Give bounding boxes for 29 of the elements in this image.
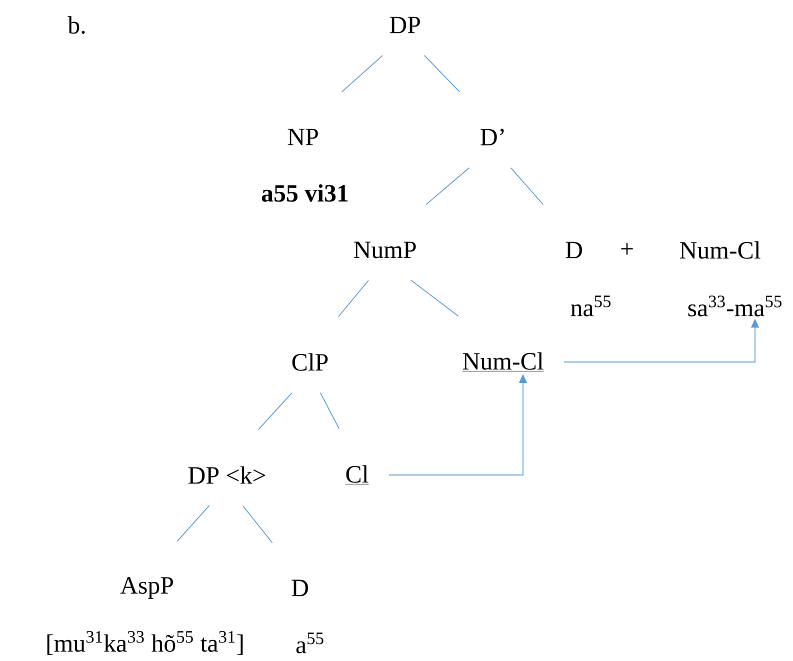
example-label: b.: [68, 16, 85, 34]
tree-node-label: Cl: [345, 465, 369, 484]
tree-node-label: D’: [480, 128, 504, 146]
tree-branch: [258, 392, 292, 430]
tree-branch: [424, 54, 460, 92]
tree-branch: [242, 506, 273, 544]
gloss-text: [mu$^{31}$ka$^{33}$ hõ$^{55}$ ta$^{31}$]: [47, 631, 243, 655]
tree-branch: [341, 55, 384, 92]
tree-branch: [320, 392, 340, 430]
tree-node-label: DP <k>: [188, 466, 266, 484]
gloss-text: a$^{55}$: [296, 632, 324, 654]
tree-node-label: D: [292, 580, 308, 596]
tree-branch: [510, 167, 544, 206]
tree-node-label: Num-Cl: [680, 241, 760, 259]
tree-branch: [176, 505, 210, 542]
tree-branch: [338, 280, 369, 318]
tree-branch: [426, 167, 470, 205]
gloss-text: a55 vi31: [262, 184, 348, 202]
tree-node-label: AspP: [120, 577, 173, 599]
tree-node-label: D: [566, 242, 582, 258]
tree-node-label: NP: [288, 128, 318, 146]
gloss-text: sa$^{33}$-ma$^{55}$: [688, 296, 782, 316]
tree-node-label: Num-Cl: [462, 352, 544, 372]
tree-node-label: ClP: [292, 353, 328, 371]
tree-branch: [410, 280, 459, 316]
plus-sign: +: [621, 242, 633, 255]
tree-node-label: DP: [390, 16, 420, 34]
tree-node-label: NumP: [354, 242, 416, 258]
gloss-text: na$^{55}$: [570, 296, 611, 316]
